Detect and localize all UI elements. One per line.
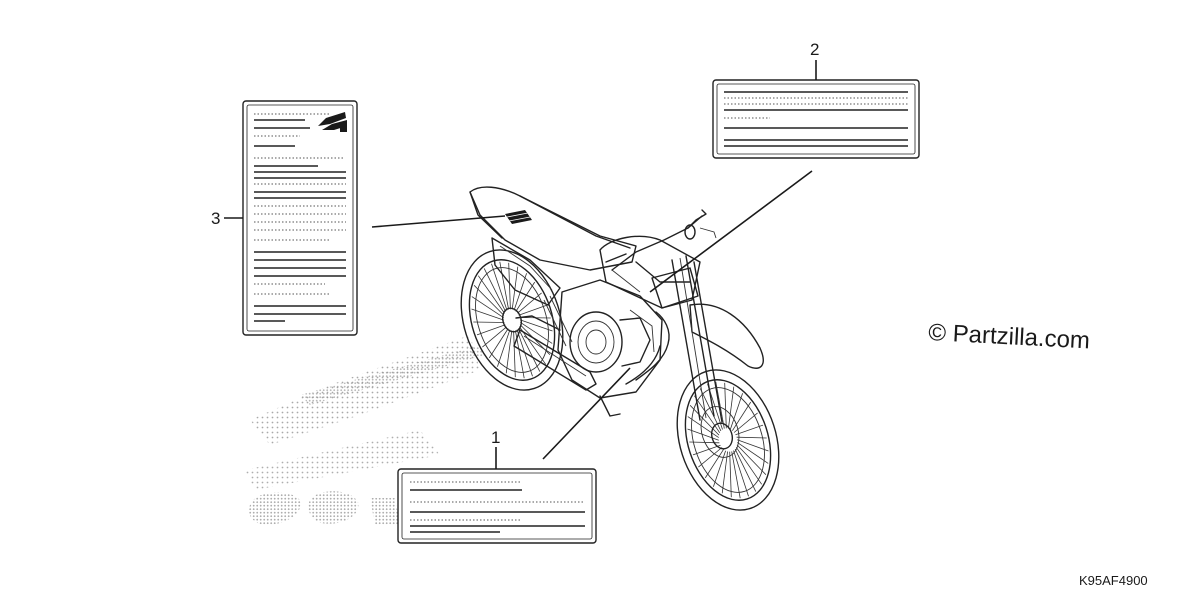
wheel-spoke xyxy=(735,424,764,436)
wheel-spoke xyxy=(517,292,542,314)
wheel-spoke xyxy=(692,444,721,456)
wheel-spoke xyxy=(704,449,724,479)
wheel-spoke xyxy=(505,330,513,374)
wheel-spoke xyxy=(713,450,726,487)
wheel-spoke xyxy=(482,326,507,348)
label-2-text-lines xyxy=(724,91,908,147)
wheel-spoke xyxy=(687,416,719,438)
label-1-text-lines xyxy=(410,481,585,533)
partzilla-watermark: © Partzilla.com xyxy=(928,319,1091,354)
wheel-spoke xyxy=(511,266,519,310)
wheel-spoke xyxy=(724,382,727,429)
wheel-spoke xyxy=(491,263,508,311)
background-brand-stipple xyxy=(245,335,485,525)
label-2[interactable] xyxy=(712,79,920,159)
wheel-spoke xyxy=(736,436,767,439)
wheel-spoke xyxy=(520,319,553,332)
wheel-spoke xyxy=(698,447,723,468)
wheel-spoke xyxy=(508,262,511,310)
wheel-spoke xyxy=(721,451,728,494)
wheel-spoke xyxy=(513,330,516,378)
wheel-spoke xyxy=(737,439,769,452)
wheel-spoke xyxy=(471,308,504,321)
wheel-spoke xyxy=(730,393,743,430)
wheel-spoke xyxy=(518,328,541,372)
wheel-spoke xyxy=(473,321,505,323)
label-3-text-lines xyxy=(254,113,346,322)
wheel-spoke xyxy=(729,451,732,498)
wheel-spoke xyxy=(735,446,763,485)
wheel-spoke xyxy=(518,304,548,316)
wheel-spoke xyxy=(471,296,504,319)
wheel-spoke xyxy=(715,381,725,429)
wheel-spoke xyxy=(728,386,735,429)
wheel-spoke xyxy=(731,451,741,499)
wheel-spoke xyxy=(693,395,721,434)
wheel-spoke xyxy=(687,428,719,441)
wheel-spoke xyxy=(499,261,509,310)
dirt-bike-illustration xyxy=(460,186,780,511)
callout-2: 2 xyxy=(810,40,819,59)
wheel-spoke xyxy=(515,281,536,312)
wheel-spoke xyxy=(476,324,506,336)
wheel-spoke xyxy=(497,329,511,367)
callout-1: 1 xyxy=(491,428,500,447)
wheel-spoke xyxy=(520,321,553,344)
wheel-spoke xyxy=(689,405,720,436)
wing-logo-icon xyxy=(318,112,347,132)
wheel-spoke xyxy=(734,448,757,492)
callout-3: 3 xyxy=(211,209,220,228)
wheel-spoke xyxy=(737,442,769,464)
wheel-spoke xyxy=(733,450,749,497)
front-wheel xyxy=(676,369,780,511)
wheel-spoke xyxy=(736,444,767,475)
wheel-spoke xyxy=(488,328,509,359)
label-3[interactable] xyxy=(242,100,358,336)
wheel-spoke xyxy=(477,275,505,314)
wheel-spoke xyxy=(473,285,505,316)
leader-lines xyxy=(224,60,817,469)
diagram-code: K95AF4900 xyxy=(1079,573,1148,588)
label-1[interactable] xyxy=(397,468,597,544)
wheel-spoke xyxy=(732,401,752,431)
wheel-spoke xyxy=(483,268,506,312)
